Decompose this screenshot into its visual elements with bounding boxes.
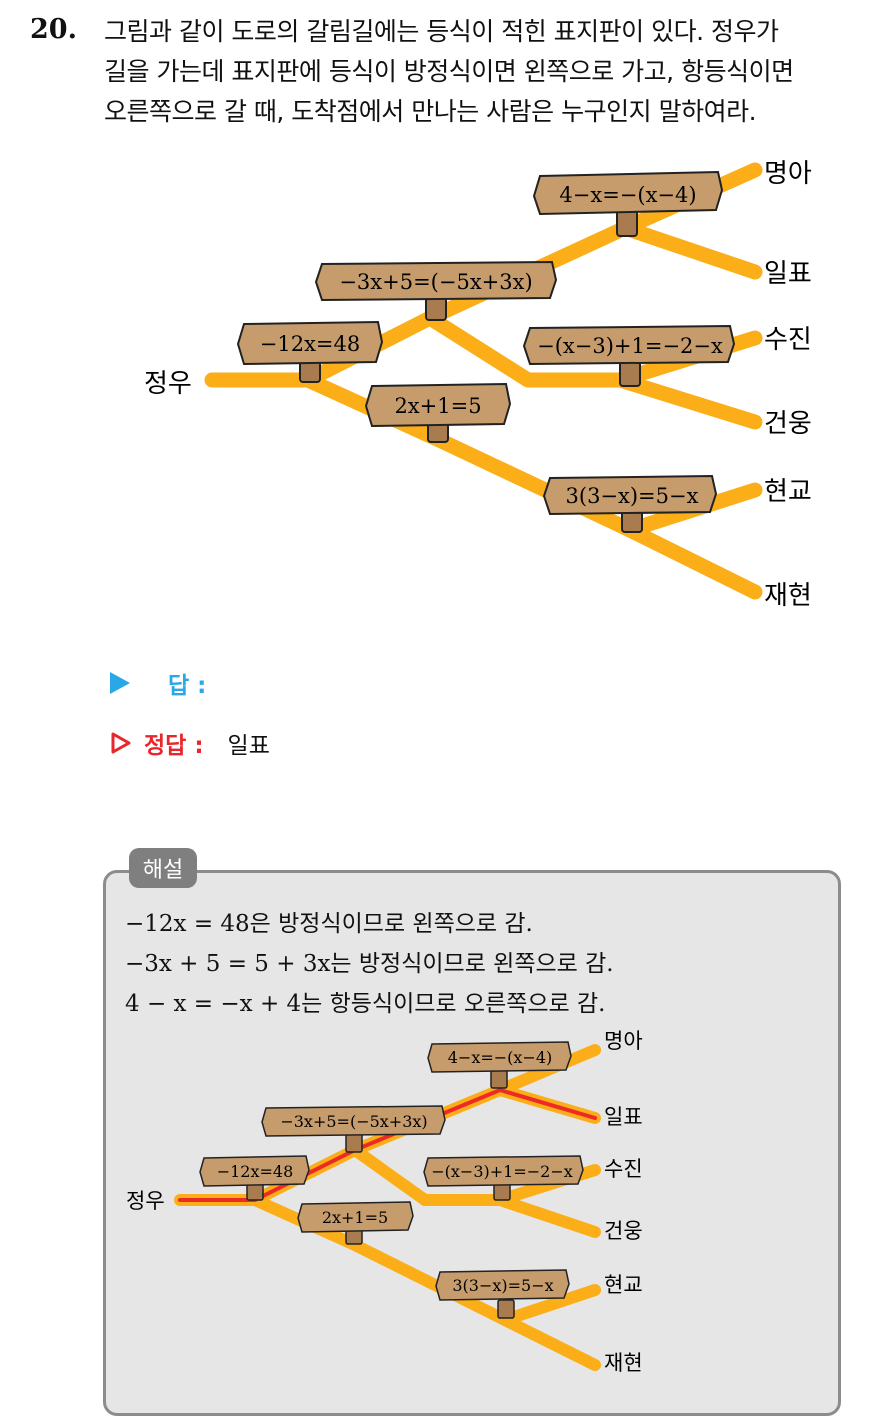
sign: −3x+5=(−5x+3x) <box>261 1105 446 1153</box>
question-line: 그림과 같이 도로의 갈림길에는 등식이 적힌 표지판이 있다. 정우가 <box>104 17 779 46</box>
question-number: 20. <box>30 14 77 45</box>
sign-text: 4−x=−(x−4) <box>448 1048 553 1067</box>
sign-text: 3(3−x)=5−x <box>566 484 699 508</box>
sign-text: 2x+1=5 <box>394 394 481 418</box>
solution-box <box>103 870 841 1416</box>
dest-label: 일표 <box>604 1105 643 1129</box>
dest-label: 건웅 <box>764 409 812 439</box>
sign-text: 4−x=−(x−4) <box>559 183 696 207</box>
answer-label: 답 : <box>168 673 207 699</box>
roads <box>204 162 763 600</box>
dest-label: 수진 <box>604 1157 643 1181</box>
dest-label: 명아 <box>604 1029 643 1053</box>
sign-text: −12x=48 <box>260 332 360 356</box>
dest-label: 현교 <box>764 477 812 507</box>
sign-text: −(x−3)+1=−2−x <box>431 1162 573 1181</box>
solution-line: −12x = 48은 방정식이므로 왼쪽으로 감. <box>125 911 533 937</box>
road <box>499 1314 601 1371</box>
road <box>622 522 763 600</box>
road <box>612 372 763 430</box>
question-text: 그림과 같이 도로의 갈림길에는 등식이 적힌 표지판이 있다. 정우가 길을 … <box>104 12 874 132</box>
dest-label: 현교 <box>604 1273 643 1297</box>
solution-line: −3x + 5 = 5 + 3x는 방정식이므로 왼쪽으로 감. <box>125 951 614 977</box>
question-line: 오른쪽으로 갈 때, 도착점에서 만나는 사람은 누구인지 말하여라. <box>104 97 757 126</box>
sign: −3x+5=(−5x+3x) <box>314 260 558 321</box>
road-diagram: 정우 명아 일표 수진 건웅 현교 재현 4−x=−(x−4) −3x+5=(−… <box>144 159 812 611</box>
road <box>499 1284 601 1326</box>
sign: −(x−3)+1=−2−x <box>522 324 736 387</box>
road <box>422 310 536 388</box>
sign: 3(3−x)=5−x <box>435 1269 570 1319</box>
sign: −(x−3)+1=−2−x <box>423 1155 584 1201</box>
sign: 4−x=−(x−4) <box>532 170 724 237</box>
answer-row: 답 : <box>110 666 206 700</box>
sign-text: 2x+1=5 <box>322 1208 388 1227</box>
sign: 3(3−x)=5−x <box>542 474 718 533</box>
road <box>617 220 763 280</box>
correct-answer-label: 정답 : <box>144 733 204 759</box>
start-label: 정우 <box>126 1189 165 1213</box>
sign-text: −12x=48 <box>217 1162 294 1181</box>
sign-text: 3(3−x)=5−x <box>452 1276 553 1295</box>
correct-answer-row: 정답 : 일표 <box>110 726 270 760</box>
arrow-right-icon <box>110 672 130 694</box>
question-line: 길을 가는데 표지판에 등식이 방정식이면 왼쪽으로 가고, 항등식이면 <box>104 57 794 86</box>
dest-label: 명아 <box>764 159 812 189</box>
arrow-right-outline-icon <box>111 732 131 754</box>
solution-line: 4 − x = −x + 4는 항등식이므로 오른쪽으로 감. <box>125 991 606 1017</box>
dest-label: 재현 <box>764 581 812 611</box>
sign: 2x+1=5 <box>297 1201 414 1245</box>
sign: 4−x=−(x−4) <box>427 1041 572 1089</box>
road-diagram-solution: 정우 명아 일표 수진 건웅 현교 재현 4−x=−(x−4) −3x+5=(−… <box>126 1029 643 1375</box>
correct-answer-value: 일표 <box>227 733 270 759</box>
dest-label: 수진 <box>764 325 812 355</box>
road <box>349 1239 511 1326</box>
solution-tag: 해설 <box>129 848 197 888</box>
sign: −12x=48 <box>199 1155 310 1201</box>
solution-text: −12x = 48은 방정식이므로 왼쪽으로 감. −3x + 5 = 5 + … <box>125 904 614 1024</box>
road <box>427 430 638 538</box>
dest-label: 재현 <box>604 1351 643 1375</box>
start-label: 정우 <box>144 369 192 399</box>
road <box>494 1194 601 1238</box>
dest-label: 건웅 <box>604 1219 643 1243</box>
sign-text: −3x+5=(−5x+3x) <box>280 1112 427 1131</box>
road <box>349 1144 431 1206</box>
sign-text: −3x+5=(−5x+3x) <box>339 270 532 294</box>
sign: −12x=48 <box>236 320 384 383</box>
dest-label: 일표 <box>764 259 812 289</box>
sign: 2x+1=5 <box>364 382 512 443</box>
sign-text: −(x−3)+1=−2−x <box>537 334 723 358</box>
